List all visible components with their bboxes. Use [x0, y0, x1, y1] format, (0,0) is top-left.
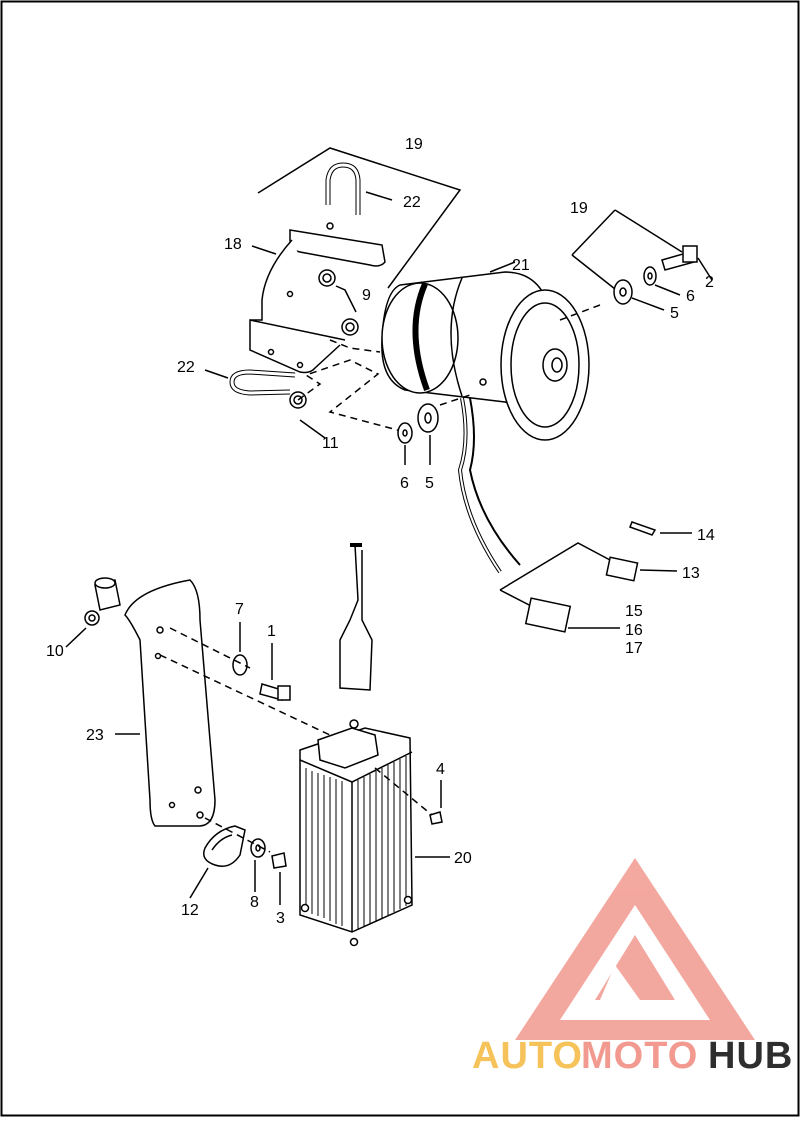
callout-19-right: 19: [570, 200, 588, 217]
washer-6-right: [643, 266, 657, 286]
callout-19-top: 19: [405, 136, 423, 153]
u-bolt-top: [325, 162, 361, 215]
washer-8: [250, 838, 266, 858]
callout-4: 4: [436, 761, 445, 778]
callout-6-right: 6: [686, 288, 695, 305]
connector-15-16-17: [524, 597, 572, 633]
screw-3: [271, 852, 287, 869]
watermark-word-auto: AUTO: [472, 1035, 583, 1077]
callout-5-right: 5: [670, 305, 679, 322]
washer-5-lower: [417, 403, 439, 433]
callout-9: 9: [362, 287, 371, 304]
callout-17: 17: [625, 640, 643, 657]
callout-16: 16: [625, 622, 643, 639]
callout-5-lower: 5: [425, 475, 434, 492]
callout-22-left: 22: [177, 359, 195, 376]
callout-7: 7: [235, 601, 244, 618]
callout-18: 18: [224, 236, 242, 253]
callout-13: 13: [682, 565, 700, 582]
callout-12: 12: [181, 902, 199, 919]
watermark-word-moto: MOTO: [581, 1035, 698, 1077]
mount-bracket-top: [289, 229, 386, 267]
watermark-word-hub: HUB: [708, 1035, 793, 1077]
callout-23: 23: [86, 727, 104, 744]
callout-15: 15: [625, 603, 643, 620]
callout-20: 20: [454, 850, 472, 867]
harness-cable: [339, 544, 373, 691]
screw-4: [429, 811, 443, 825]
mount-bracket-plate: [249, 239, 341, 374]
callout-3: 3: [276, 910, 285, 927]
callout-6-lower: 6: [400, 475, 409, 492]
nut-10: [84, 610, 100, 626]
washer-7: [232, 654, 248, 676]
nut-9b: [341, 318, 359, 336]
kit-bracket-19-top: [257, 147, 462, 289]
module-assembly: [65, 543, 450, 947]
logo-notch: [600, 965, 640, 1000]
siren-assembly: [204, 147, 713, 633]
callout-1: 1: [267, 623, 276, 640]
callout-8: 8: [250, 894, 259, 911]
callout-2: 2: [705, 274, 714, 291]
callout-22-top: 22: [403, 194, 421, 211]
connector-13: [605, 556, 639, 582]
nut-9a: [318, 269, 336, 287]
terminal-pin-14: [629, 521, 657, 536]
watermark-logo: [515, 858, 755, 1040]
mount-bracket-23: [124, 579, 216, 827]
washer-5-right: [613, 279, 633, 305]
callout-10: 10: [46, 643, 64, 660]
callout-labels: 19 22 18 9 22 11 21 19 2 6 5 6 5 14 13 1…: [46, 136, 715, 927]
washer-6-lower: [397, 422, 413, 444]
callout-21: 21: [512, 257, 530, 274]
control-module-20: [299, 727, 413, 933]
callout-14: 14: [697, 527, 715, 544]
callout-11: 11: [322, 435, 339, 452]
clamp-12: [203, 825, 246, 867]
